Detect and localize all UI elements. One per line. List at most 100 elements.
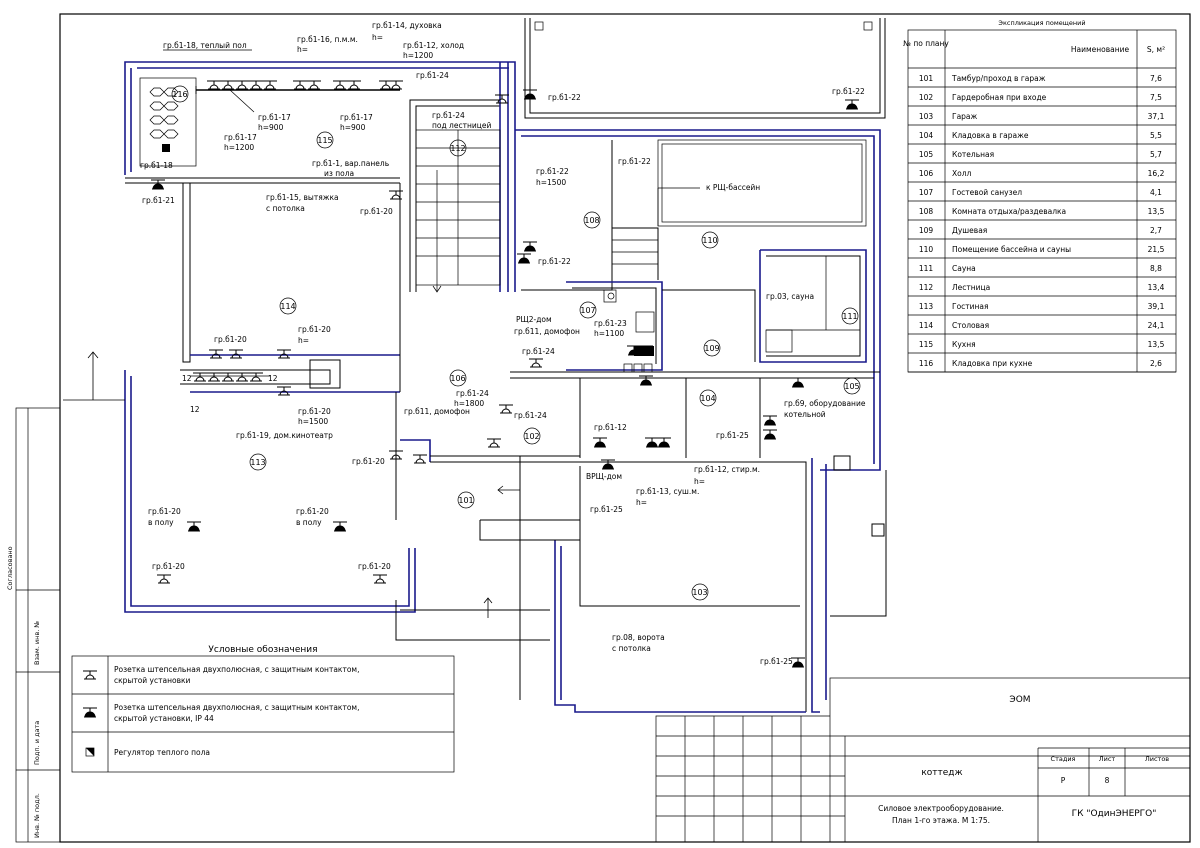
- table-cell-area: 5,5: [1150, 131, 1162, 140]
- room-116: 116: [172, 90, 187, 99]
- legend-item-2-text2: скрытой установки, IP 44: [114, 714, 214, 723]
- table-cell-no: 103: [919, 112, 934, 121]
- label-gr20f: гр.б1-20: [148, 507, 181, 516]
- room-111: 111: [842, 312, 857, 321]
- room-102: 102: [524, 432, 539, 441]
- table-cell-name: Котельная: [952, 150, 994, 159]
- table-cell-no: 107: [919, 188, 934, 197]
- sheets-header: Листов: [1145, 755, 1169, 763]
- label-gr13: гр.б1-13, суш.м.: [636, 487, 699, 496]
- room-103: 103: [692, 588, 707, 597]
- label-h3: h=: [694, 477, 705, 486]
- label-gr20b: гр.б1-20: [214, 335, 247, 344]
- label-gr1b: из пола: [324, 169, 354, 178]
- label-gr24c: гр.б1-24: [522, 347, 555, 356]
- socket-ip44-icon: [82, 707, 98, 718]
- legend-item-1-text2: скрытой установки: [114, 676, 191, 685]
- label-gr09b: котельной: [784, 410, 826, 419]
- table-cell-area: 5,7: [1150, 150, 1162, 159]
- label-h1800: h=1800: [454, 399, 484, 408]
- table-cell-area: 39,1: [1148, 302, 1165, 311]
- table-cell-name: Помещение бассейна и сауны: [952, 245, 1071, 254]
- table-cell-area: 7,6: [1150, 74, 1162, 83]
- legend-title: Условные обозначения: [208, 645, 317, 655]
- label-gr23: гр.б1-23: [594, 319, 627, 328]
- label-gr03: гр.03, сауна: [766, 292, 814, 301]
- table-cell-no: 106: [919, 169, 934, 178]
- label-gr18: гр.б1-18, теплый пол: [163, 41, 247, 50]
- label-gr08b: с потолка: [612, 644, 651, 653]
- room-107: 107: [580, 306, 595, 315]
- area-table-caption: Экспликация помещений: [998, 19, 1085, 27]
- table-cell-name: Гостиная: [952, 302, 989, 311]
- label-h1200a: h=1200: [403, 51, 433, 60]
- table-cell-no: 104: [919, 131, 934, 140]
- label-gr20g: гр.б1-20: [296, 507, 329, 516]
- label-gr22c: гр.б1-22: [618, 157, 651, 166]
- label-gr09: гр.б9, оборудование: [784, 399, 866, 408]
- label-gr24a: гр.б1-24: [416, 71, 449, 80]
- label-gr15b: с потолка: [266, 204, 305, 213]
- table-cell-area: 24,1: [1148, 321, 1165, 330]
- table-cell-no: 102: [919, 93, 934, 102]
- table-cell-name: Тамбур/проход в гараж: [951, 74, 1046, 83]
- label-gr20e: гр.б1-20: [352, 457, 385, 466]
- area-rows: 101 Тамбур/проход в гараж 7,6 102 Гардеробна…: [908, 74, 1176, 373]
- sheet-value: 8: [1105, 776, 1110, 785]
- label-gr11a: гр.б11, домофон: [514, 327, 580, 336]
- room-110: 110: [702, 236, 717, 245]
- label-gr12b: гр.б1-12: [594, 423, 627, 432]
- stage-value: Р: [1061, 776, 1066, 785]
- legend-item-2-text1: Розетка штепсельная двухполюсная, с защи…: [114, 703, 359, 712]
- label-gr22b: гр.б1-22: [832, 87, 865, 96]
- inv-label: Инв. № подл.: [33, 793, 41, 838]
- table-cell-area: 13,5: [1148, 207, 1165, 216]
- table-cell-name: Гостевой санузел: [952, 188, 1022, 197]
- room-105: 105: [844, 382, 859, 391]
- podp-label: Подп. и дата: [33, 721, 41, 765]
- label-h900b: h=900: [340, 123, 366, 132]
- label-h1500b: h=1500: [298, 417, 328, 426]
- room-115: 115: [317, 136, 332, 145]
- label-n12a: 12: [182, 374, 192, 383]
- label-gr20h: гр.б1-20: [152, 562, 185, 571]
- table-cell-no: 110: [919, 245, 934, 254]
- room-108: 108: [584, 216, 599, 225]
- table-cell-area: 2,7: [1150, 226, 1162, 235]
- label-gr20d: гр.б1-20: [298, 407, 331, 416]
- label-gr22a: гр.б1-22: [548, 93, 581, 102]
- label-gr24b: гр.б1-24: [432, 111, 465, 120]
- table-cell-area: 4,1: [1150, 188, 1162, 197]
- socket-icon: [82, 670, 98, 680]
- building-walls: [63, 18, 887, 713]
- label-krsh: к РЩ-бассейн: [706, 183, 760, 192]
- table-cell-no: 108: [919, 207, 934, 216]
- label-n12c: 12: [190, 405, 200, 414]
- staircase: [415, 129, 501, 293]
- table-cell-name: Сауна: [952, 264, 976, 273]
- label-gr1: гр.б1-1, вар.панель: [312, 159, 389, 168]
- sheet-header: Лист: [1099, 755, 1116, 763]
- table-cell-no: 101: [919, 74, 934, 83]
- table-cell-no: 111: [919, 264, 934, 273]
- room-numbers: 116 115 112 108 110 114 107 109 111 106 …: [171, 85, 861, 601]
- table-cell-area: 16,2: [1148, 169, 1165, 178]
- sockets: [150, 80, 860, 668]
- label-gr24b2: под лестницей: [432, 121, 491, 130]
- label-gr22e: гр.б1-22: [538, 257, 571, 266]
- table-cell-no: 105: [919, 150, 934, 159]
- table-cell-name: Гардеробная при входе: [952, 93, 1047, 102]
- label-vrsh: ВРЩ-дом: [586, 472, 622, 481]
- room-113: 113: [250, 458, 265, 467]
- label-gr15: гр.б1-15, вытяжка: [266, 193, 339, 202]
- plan-labels: гр.б1-18, теплый пол гр.б1-16, п.м.м. h=…: [140, 21, 866, 666]
- label-gr20a: гр.б1-20: [360, 207, 393, 216]
- table-cell-no: 113: [919, 302, 934, 311]
- table-cell-name: Кухня: [952, 340, 976, 349]
- legend-item-3-text1: Регулятор теплого пола: [114, 748, 210, 757]
- label-gr16: гр.б1-16, п.м.м.: [297, 35, 358, 44]
- header-no: № по плану: [903, 39, 949, 48]
- room-114: 114: [280, 302, 295, 311]
- room-112: 112: [450, 144, 465, 153]
- room-109: 109: [704, 344, 719, 353]
